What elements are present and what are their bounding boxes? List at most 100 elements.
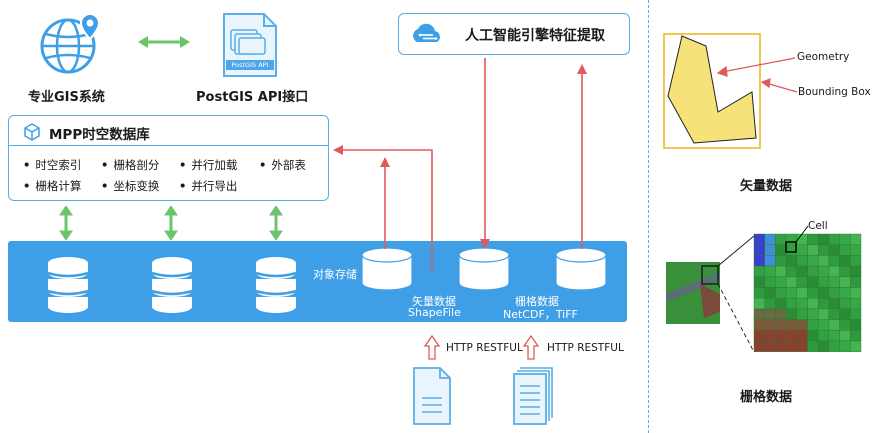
raster-cell bbox=[807, 308, 819, 320]
raster-cell bbox=[850, 255, 862, 267]
raster-cell bbox=[775, 340, 787, 352]
document-icon bbox=[412, 366, 452, 426]
feature-item: 坐标变换 bbox=[101, 178, 159, 194]
http-restful-left: HTTP RESTFUL bbox=[446, 342, 523, 354]
raster-cell bbox=[807, 233, 819, 245]
raster-cell bbox=[764, 319, 776, 331]
postgis-document-icon: PostGIS API bbox=[220, 12, 280, 78]
raster-cell bbox=[839, 308, 851, 320]
raster-cell bbox=[796, 276, 808, 288]
raster-cell bbox=[764, 233, 776, 245]
vector-geometry-illustration bbox=[663, 33, 798, 149]
raster-cell bbox=[817, 287, 830, 299]
raster-cell bbox=[785, 330, 797, 342]
cloud-icon bbox=[409, 22, 445, 46]
raster-cell bbox=[764, 308, 776, 320]
vertical-arrows bbox=[59, 206, 283, 240]
raster-cell bbox=[764, 276, 776, 288]
raster-cell bbox=[753, 330, 765, 342]
http-restful-right: HTTP RESTFUL bbox=[547, 342, 624, 354]
raster-cell bbox=[796, 340, 808, 352]
raster-cell bbox=[796, 287, 808, 299]
raster-cell bbox=[775, 330, 787, 342]
raster-cell bbox=[796, 244, 808, 256]
raster-cell bbox=[828, 233, 840, 245]
raster-cell bbox=[850, 340, 862, 352]
raster-cell bbox=[764, 244, 776, 256]
storage-band bbox=[8, 241, 627, 322]
raster-cell bbox=[753, 319, 765, 331]
raster-cell bbox=[753, 244, 765, 256]
raster-cell bbox=[753, 233, 765, 245]
vector-data-title: 矢量数据 bbox=[740, 179, 793, 194]
raster-cell bbox=[785, 233, 797, 245]
raster-cell bbox=[828, 255, 840, 267]
raster-cell bbox=[807, 330, 819, 342]
raster-cell bbox=[828, 297, 840, 310]
raster-cell bbox=[839, 255, 851, 267]
raster-cell bbox=[839, 276, 851, 288]
raster-data-title: 栅格数据 bbox=[740, 390, 793, 405]
raster-data-name: 栅格数据 bbox=[515, 295, 559, 308]
raster-cell bbox=[775, 244, 787, 256]
raster-cell bbox=[807, 276, 819, 288]
raster-cell bbox=[753, 297, 765, 310]
raster-grid-illustration bbox=[666, 225, 862, 353]
raster-cell bbox=[817, 297, 830, 310]
geometry-polygon bbox=[667, 35, 757, 144]
raster-cell bbox=[850, 308, 862, 320]
raster-cell bbox=[850, 330, 862, 342]
bounding-box-label: Bounding Box bbox=[798, 86, 871, 98]
ai-engine-box: 人工智能引擎特征提取 bbox=[398, 13, 630, 55]
raster-cell bbox=[775, 265, 787, 277]
raster-cell bbox=[764, 255, 776, 267]
raster-cell bbox=[850, 265, 862, 277]
raster-cell bbox=[828, 308, 840, 320]
ai-engine-label: 人工智能引擎特征提取 bbox=[465, 28, 605, 44]
cell-label: Cell bbox=[808, 220, 828, 232]
database-stack-icons bbox=[47, 257, 297, 313]
feature-item: 并行导出 bbox=[179, 178, 237, 194]
feature-item: 并行加载 bbox=[179, 157, 237, 173]
raster-cell bbox=[764, 265, 776, 277]
raster-cell bbox=[828, 276, 840, 288]
raster-cell bbox=[796, 297, 808, 310]
raster-cell bbox=[796, 308, 808, 320]
section-divider bbox=[648, 0, 649, 433]
raster-cell bbox=[828, 287, 840, 299]
bidirectional-arrow-icon bbox=[138, 35, 190, 49]
raster-cell bbox=[775, 308, 787, 320]
flow-arrows bbox=[333, 58, 587, 360]
divider bbox=[9, 145, 328, 146]
raster-cell bbox=[839, 287, 851, 299]
feature-item: 栅格计算 bbox=[23, 178, 81, 194]
raster-cell bbox=[807, 265, 819, 277]
raster-cell bbox=[850, 287, 862, 299]
raster-cell bbox=[850, 276, 862, 288]
raster-cell bbox=[796, 255, 808, 267]
object-storage-cylinders bbox=[361, 247, 607, 291]
mpp-database-box: MPP时空数据库 时空索引 栅格剖分 并行加载 外部表 栅格计算 坐标变换 并行… bbox=[8, 115, 329, 201]
raster-cell bbox=[839, 265, 851, 277]
geometry-label: Geometry bbox=[797, 51, 850, 63]
raster-cell bbox=[775, 233, 787, 245]
raster-cell bbox=[850, 297, 862, 310]
raster-cell bbox=[839, 319, 851, 331]
raster-cell bbox=[764, 340, 776, 352]
raster-cell bbox=[817, 319, 830, 331]
raster-cell bbox=[775, 297, 787, 310]
vector-data-format: ShapeFile bbox=[408, 306, 461, 319]
raster-cell bbox=[850, 233, 862, 245]
raster-cell bbox=[785, 244, 797, 256]
raster-cell bbox=[785, 276, 797, 288]
raster-cell bbox=[807, 244, 819, 256]
feature-item: 栅格剖分 bbox=[101, 157, 159, 173]
raster-cell bbox=[828, 265, 840, 277]
documents-stack-icon bbox=[512, 366, 556, 426]
mpp-title: MPP时空数据库 bbox=[49, 127, 150, 143]
raster-cell bbox=[753, 276, 765, 288]
feature-item: 外部表 bbox=[259, 157, 306, 173]
raster-cell bbox=[817, 330, 830, 342]
raster-cell bbox=[785, 287, 797, 299]
raster-cell bbox=[753, 287, 765, 299]
